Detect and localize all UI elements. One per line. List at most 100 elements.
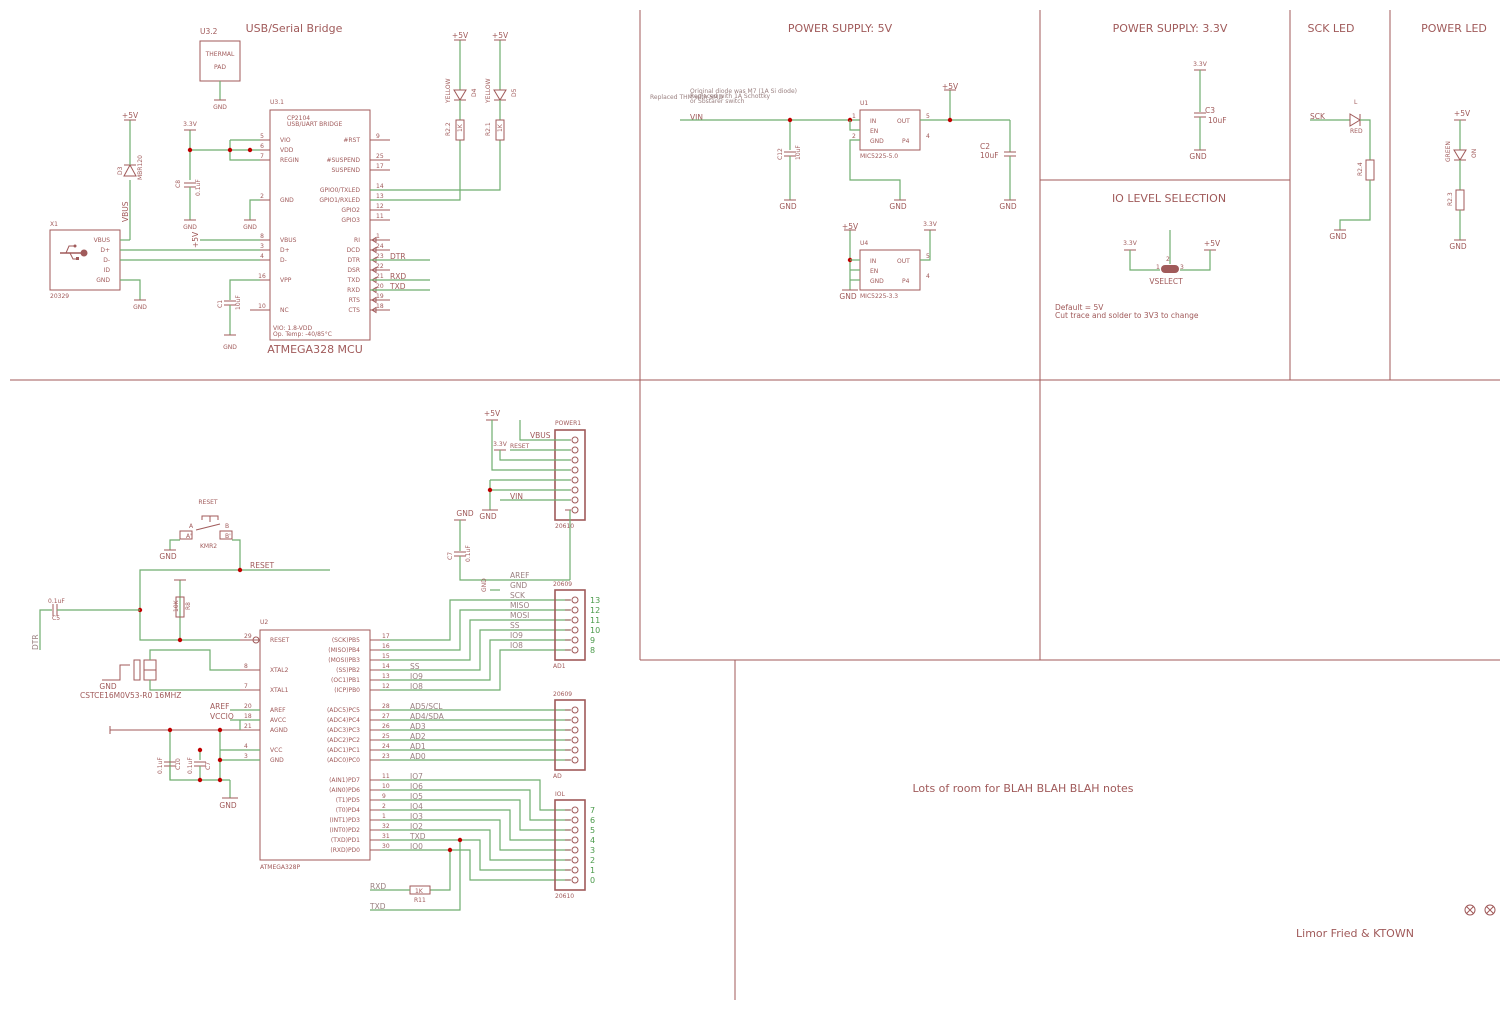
- svg-text:IOL: IOL: [555, 791, 565, 798]
- svg-text:3.3V: 3.3V: [1193, 61, 1208, 68]
- u2-net-label: AD3: [410, 722, 426, 731]
- net-vin-power1: VIN: [510, 492, 523, 501]
- u2-pin-name: (AIN0)PD6: [329, 787, 360, 794]
- p5-label-u3: +5V: [191, 231, 200, 248]
- u3-pin-arrow: [371, 296, 377, 304]
- svg-text:A': A': [186, 533, 192, 540]
- u3-pin-name: GND: [280, 197, 294, 204]
- c1-ref: C1: [217, 300, 224, 308]
- usb-ref: X1: [50, 221, 58, 228]
- svg-text:GREEN: GREEN: [1445, 141, 1452, 162]
- u2-pin-num: 26: [382, 723, 390, 730]
- u2-pin-name: (ADC3)PC3: [327, 727, 360, 734]
- ad1-pin: [571, 626, 579, 634]
- ad1-net-label: MOSI: [510, 611, 529, 620]
- svg-text:L: L: [1354, 99, 1358, 106]
- u2-pin-num: 31: [382, 833, 390, 840]
- usb-part: 20329: [50, 293, 69, 300]
- svg-text:Original diode was M7 (1A Si d: Original diode was M7 (1A Si diode): [690, 88, 797, 95]
- svg-text:GND: GND: [1449, 242, 1466, 251]
- iol-pin-label: 2: [590, 856, 595, 865]
- u3-pin-name: RXD: [347, 287, 360, 294]
- svg-text:1: 1: [1156, 264, 1160, 271]
- u2-pin-name: (ICP)PB0: [334, 687, 360, 694]
- svg-text:1K: 1K: [457, 123, 464, 132]
- svg-text:C12: C12: [777, 148, 784, 160]
- u2-net-label: SS: [410, 662, 420, 671]
- u2-pin-name: XTAL2: [270, 667, 289, 674]
- u3-pin-num: 21: [376, 273, 384, 280]
- u3-wires: 3.3V GND C8 0.1uF GND +5V GND C1 10uF DT…: [175, 121, 501, 351]
- u3-pin-name: VBUS: [280, 237, 297, 244]
- svg-text:20609: 20609: [553, 691, 572, 698]
- thermal-pad-u3-2: U3.2 THERMAL PAD GND: [199, 27, 241, 111]
- author-text: Limor Fried & KTOWN: [1296, 927, 1414, 940]
- u3-pin-num: 18: [376, 303, 384, 310]
- svg-text:10uF: 10uF: [795, 145, 802, 160]
- u2-pin-num: 10: [382, 783, 390, 790]
- svg-text:GND: GND: [479, 512, 496, 521]
- svg-text:C5: C5: [52, 615, 60, 622]
- u3-pin-num: 23: [376, 253, 384, 260]
- svg-text:+5V: +5V: [484, 409, 501, 418]
- svg-text:GND: GND: [456, 509, 473, 518]
- u3-part: CP2104: [287, 115, 310, 122]
- u2-pin-num: 27: [382, 713, 390, 720]
- iol-pin-label: 6: [590, 816, 595, 825]
- u2-pin-name: (T0)PD4: [336, 807, 360, 814]
- u2-pin-num: 11: [382, 773, 390, 780]
- ad1-pin-label: 13: [590, 596, 600, 605]
- u3-pin-arrow: [371, 246, 377, 254]
- svg-text:YELLOW: YELLOW: [485, 78, 492, 104]
- svg-text:+5V: +5V: [942, 82, 959, 91]
- reset-switch-circuit: RESET A B A' B' KMR2 GND RESET 10K R8 0.…: [31, 499, 330, 650]
- u2-pin-name: (MISO)PB4: [328, 647, 360, 654]
- ad1-net-label: MISO: [510, 601, 529, 610]
- svg-text:1K: 1K: [497, 123, 504, 132]
- u2-pin-num: 17: [382, 633, 390, 640]
- svg-text:+5V: +5V: [842, 222, 859, 231]
- section-title-io-level: IO LEVEL SELECTION: [1112, 192, 1226, 205]
- iol-pin: [571, 846, 579, 854]
- u2-pin-name: (OC1)PB1: [331, 677, 360, 684]
- svg-text:GND: GND: [1329, 232, 1346, 241]
- notes-text: Lots of room for BLAH BLAH BLAH notes: [912, 782, 1133, 795]
- u2-pin-num: 23: [382, 753, 390, 760]
- svg-text:GND: GND: [999, 202, 1016, 211]
- u3-pin-num: 8: [260, 233, 264, 240]
- svg-text:GND: GND: [159, 552, 176, 561]
- section-title-psu5: POWER SUPPLY: 5V: [788, 22, 893, 35]
- u2-net-label: IO7: [410, 772, 423, 781]
- regulator-u4: +5V U4 IN EN GND OUT P4 MIC5225-3.3 5 4 …: [839, 221, 937, 301]
- fiducial-icon: [1464, 904, 1496, 916]
- u2-power-wires: AREF VCCIO GND 0.1uF C10 0.1uF C7: [109, 702, 260, 810]
- svg-text:0.1uF: 0.1uF: [157, 757, 164, 774]
- svg-text:MIC5225-5.0: MIC5225-5.0: [860, 153, 898, 160]
- ad1-pin: [571, 646, 579, 654]
- svg-text:+5V: +5V: [452, 31, 469, 40]
- net-rxd: RXD: [390, 272, 406, 281]
- u3-desc: USB/UART BRIDGE: [287, 121, 342, 128]
- svg-text:5: 5: [926, 113, 930, 120]
- u2-pin-name: (ADC1)PC1: [327, 747, 360, 754]
- u3-pin-name: #SUSPEND: [326, 157, 360, 164]
- svg-text:3.3V: 3.3V: [1123, 240, 1138, 247]
- iol-pin-label: 4: [590, 836, 595, 845]
- svg-text:GND: GND: [779, 202, 796, 211]
- u2-header-wires: RXD TXD 1K R11: [369, 599, 570, 911]
- crystal-resonator: GND CSTCE16M0V53-R0 16MHZ: [80, 649, 240, 700]
- u2-net-label: AD5/SCL: [410, 702, 443, 711]
- u2-pin-name: GND: [270, 757, 284, 764]
- sck-led-circuit: SCK L RED R2.4 GND: [1310, 99, 1375, 241]
- c8-ref: C8: [175, 180, 182, 188]
- u2-pin-num: 21: [244, 723, 252, 730]
- u3-pin-name: NC: [280, 307, 289, 314]
- u2-pin-num: 18: [244, 713, 252, 720]
- u3-pin-num: 11: [376, 213, 384, 220]
- svg-text:P4: P4: [902, 138, 910, 145]
- u3-pin-name: GPIO1/RXLED: [319, 197, 360, 204]
- ad1-pin: [571, 636, 579, 644]
- svg-text:OUT: OUT: [897, 258, 910, 265]
- svg-text:3.3V: 3.3V: [923, 221, 938, 228]
